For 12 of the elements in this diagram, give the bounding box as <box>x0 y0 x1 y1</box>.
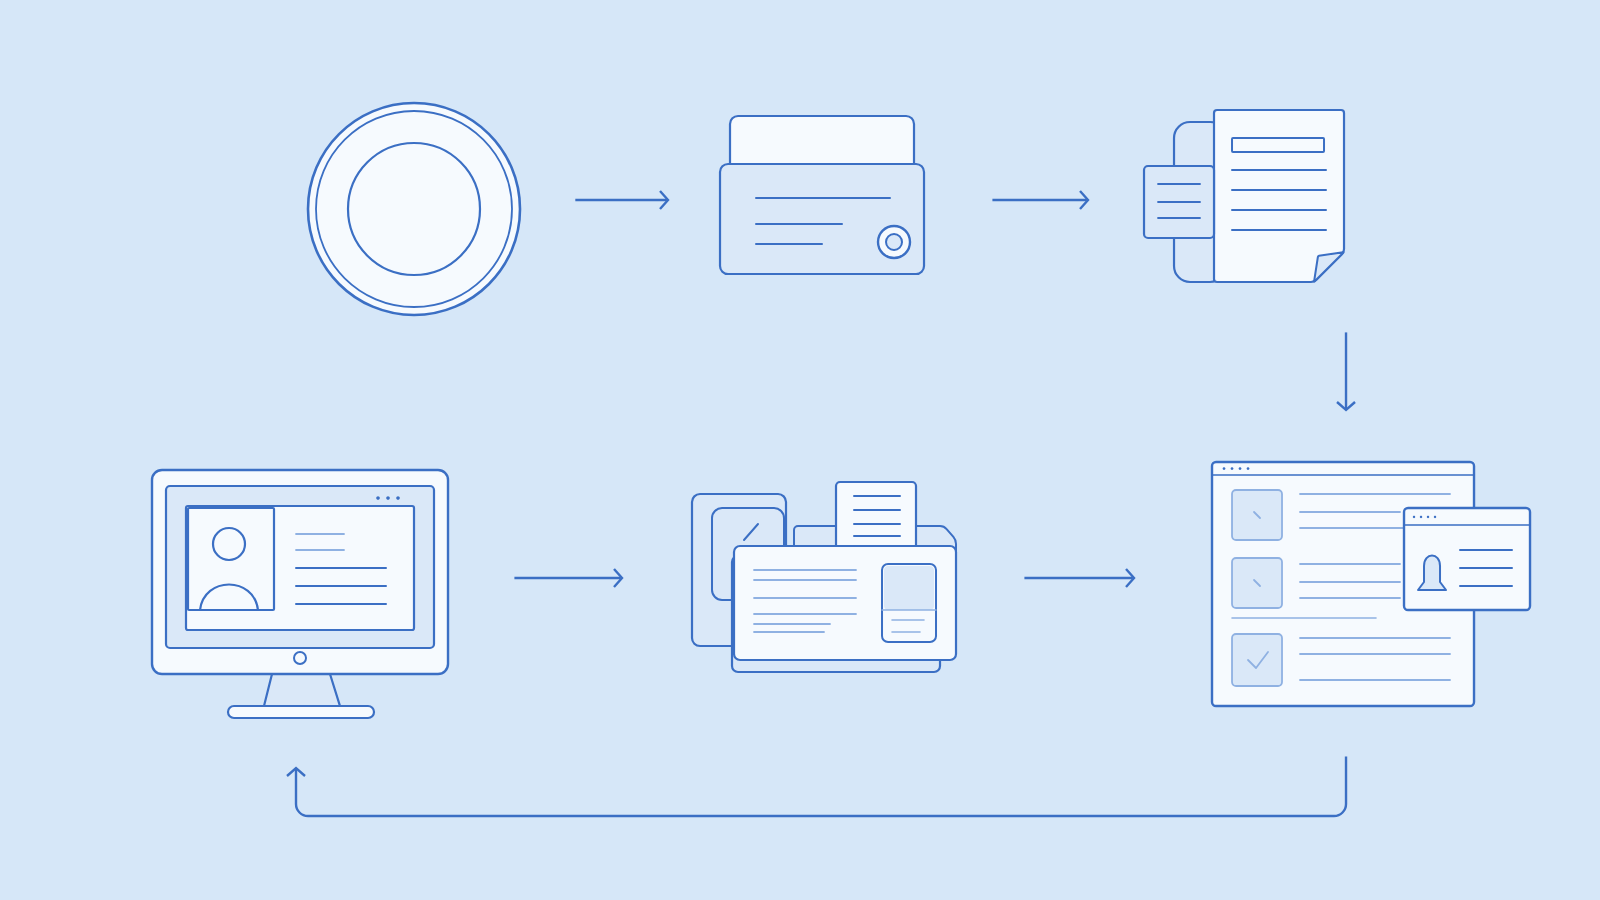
arrow <box>514 568 624 588</box>
arrow <box>992 190 1090 210</box>
arrow <box>575 190 670 210</box>
arrow <box>1024 568 1136 588</box>
checklist-window-icon <box>1210 460 1532 708</box>
seal-circle <box>306 101 522 317</box>
arrow <box>286 756 1348 818</box>
arrow <box>1336 332 1356 412</box>
document-icon <box>1142 108 1346 284</box>
monitor-icon <box>150 468 450 720</box>
card-icon <box>718 114 926 276</box>
folder-icon <box>690 480 958 674</box>
